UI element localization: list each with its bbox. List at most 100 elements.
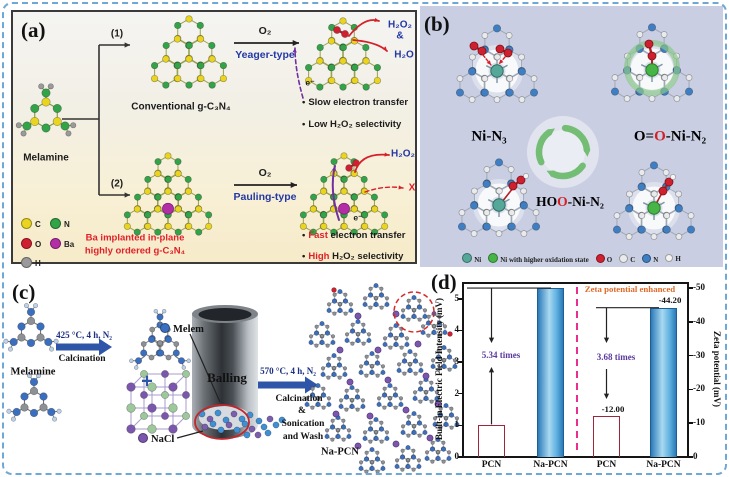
step2-sonication: Sonication: [281, 419, 325, 429]
plus-sign: +: [141, 370, 153, 393]
bullet-rest: electron transfer: [330, 97, 409, 108]
x-label-pcn-2: PCN: [596, 460, 617, 470]
n-atom-icon: [50, 218, 61, 229]
tick-mark: [458, 298, 463, 300]
y-left-tick-3: 3: [454, 356, 460, 367]
melem-label: Melem: [160, 323, 204, 335]
panel-b-label: (b): [424, 12, 450, 36]
step1-calcination: Calcination: [58, 354, 106, 364]
x-label-napcn-1: Na-PCN: [533, 460, 568, 470]
panel-a-graphics: [15, 15, 404, 236]
step1-conditions: 425 °C, 4 h, N₂: [56, 330, 112, 340]
ba-implanted-label-line2: highly ordered g-C₃N₄: [84, 245, 186, 257]
electron-arrow-1: [292, 47, 304, 99]
ni-atom-icon: [462, 253, 473, 263]
step2-wash: and Wash: [282, 432, 324, 442]
bullet-fast-electron-transfer: •Fast electron transfer: [302, 230, 406, 241]
o-atom-icon: [21, 238, 32, 249]
legend-item-n: N: [642, 253, 658, 264]
cluster-hoo-ni-green: [612, 161, 696, 240]
path1-tag: (1): [110, 28, 124, 40]
value-label-pcn-zeta: -12.00: [601, 404, 625, 414]
bullet-rest: electron transfer: [327, 230, 406, 241]
legend-item-h: H: [21, 254, 41, 272]
electron-label-2: e⁻: [353, 212, 363, 223]
o2-label-1: O₂: [258, 25, 272, 37]
h2o-arrow: [352, 39, 388, 52]
y-left-tick-5: 5: [454, 292, 460, 303]
bullet-emphasis: High: [308, 251, 330, 262]
small-red-dot-2: [447, 331, 453, 337]
bar-pcn-right: [593, 416, 620, 457]
bullet-icon: •: [302, 97, 306, 108]
y-right-tick--30: -30: [693, 349, 705, 360]
melamine-label: Melamine: [23, 152, 69, 164]
nacl-dot-icon: [138, 433, 148, 443]
cluster-o2-ni-n2: [610, 23, 694, 102]
o2-label-2: O₂: [258, 167, 272, 179]
y-right-tick--50: -50: [693, 282, 705, 293]
reaction-arrow-yeager: [234, 39, 299, 47]
melamine-molecule-2: [6, 373, 62, 422]
h-atom-icon: [21, 257, 32, 268]
legend-item-c: C: [21, 215, 41, 233]
conventional-gc3n4-cluster: [151, 15, 227, 89]
step2-amp: &: [298, 406, 306, 416]
ni-n3-label: Ni-N₃: [471, 128, 507, 145]
bullet-emphasis: Slow: [308, 97, 331, 108]
small-red-dot-1: [331, 287, 337, 293]
legend-item-o: O: [595, 253, 612, 264]
balling-label: Balling: [207, 370, 247, 385]
panel-a-mechanism-scheme: (a) Melamine (1) (2) O₂ Yeager-type O₂ P…: [11, 10, 417, 268]
annotation-zeta-enhanced: Zeta potential enhanced: [584, 284, 676, 294]
legend-item-h: H: [665, 254, 681, 263]
bar-na-pcn-left: [537, 288, 564, 457]
y-left-tick-0: 0: [454, 451, 460, 461]
tick-mark: [688, 388, 693, 391]
panel-c-synthesis-route: (c) Melamine 425 °C, 4 h, N₂ Calcination…: [0, 268, 462, 475]
tick-mark: [688, 321, 693, 323]
ni-higher-atom-icon: [488, 253, 499, 263]
nacl-lattice: [126, 370, 190, 434]
bullet-emphasis: Low: [308, 119, 328, 130]
legend-item-ba: Ba: [50, 235, 74, 253]
x-label-napcn-2: Na-PCN: [646, 460, 681, 470]
pauling-type-label: Pauling-type: [233, 191, 297, 203]
cluster-hoo-ni-teal: [457, 158, 541, 237]
reaction-cycle-arrows: [527, 116, 599, 188]
h2o2-label-1: H₂O₂: [388, 19, 412, 31]
h2o-label: H₂O: [394, 49, 414, 61]
bar-pcn-left: [478, 425, 505, 457]
legend-item-n: N: [50, 215, 70, 233]
bullet-rest: H₂O₂ selectivity: [327, 119, 402, 130]
panel-a-label: (a): [21, 18, 46, 42]
yeager-type-label: Yeager-type: [235, 49, 295, 61]
product-cluster-pauling: [299, 152, 389, 236]
x-dashed-arrow: [364, 185, 404, 193]
y-left-tick-2: 2: [454, 387, 460, 398]
ba-atom-icon: [50, 238, 61, 249]
h2o2-arrow-1: [348, 17, 380, 37]
panel-d-bar-chart: (d) Built-in Electric Field Intensity (m…: [425, 268, 727, 475]
c-atom-icon: [619, 253, 629, 263]
y-right-tick--10: -10: [693, 417, 705, 428]
electron-arrow-2: [331, 165, 340, 221]
bullet-high-h2o2-selectivity: •High H₂O₂ selectivity: [302, 251, 403, 262]
na-pcn-network: [304, 283, 460, 474]
melem-molecule: [129, 308, 191, 370]
panel-b-ni-cycle: (b) Ni-N₃ O=O-Ni-N₂ HOO-Ni-N₂ Ni Ni with…: [420, 6, 723, 267]
path2-tag: (2): [110, 178, 124, 190]
panel-c-label: (c): [12, 280, 36, 304]
y-axis-right-title: Zeta potential (mV): [712, 331, 722, 407]
ba-implanted-label-line1: Ba implanted in-plane: [85, 232, 185, 244]
nacl-pointer-line: [176, 430, 204, 439]
melamine-molecule: [15, 83, 77, 137]
legend-item-ni: Ni: [462, 253, 481, 264]
bullet-emphasis: Fast: [308, 230, 328, 241]
bullet-rest: H₂O₂ selectivity: [329, 251, 404, 262]
h2o2-arrow-2: [354, 152, 390, 173]
melem-pointer-line: [189, 333, 221, 403]
h-atom-icon: [665, 254, 674, 262]
panel-b-graphics: [455, 23, 696, 240]
